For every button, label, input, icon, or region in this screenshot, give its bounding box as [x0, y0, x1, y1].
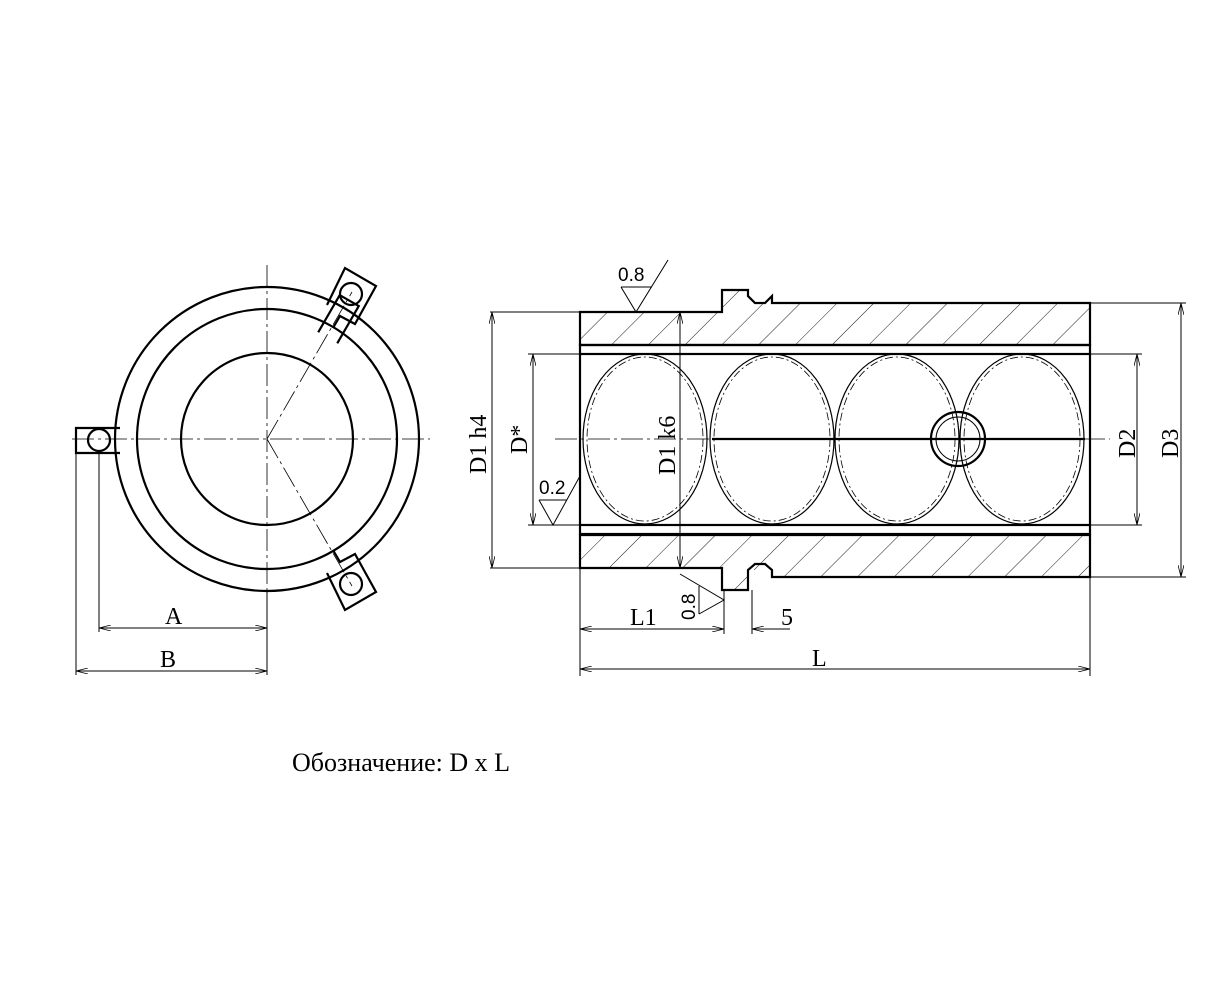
roughness-value-inner: 0.2: [539, 478, 565, 499]
dim-label-d1h4: D1 h4: [466, 415, 492, 474]
left-retaining-lug: [74, 426, 120, 455]
dim-label-d1k6: D1 k6: [655, 416, 681, 475]
left-lug-ball: [86, 427, 112, 453]
upper-retaining-lug: [317, 293, 361, 344]
dim-label-l1: L1: [630, 605, 657, 631]
lower-lug-ball: [338, 571, 364, 597]
dim-label-groove: 5: [781, 605, 793, 631]
dim-label-a: A: [165, 604, 183, 630]
roughness-symbol-groove: 0.8: [679, 573, 726, 620]
end-view: A B: [72, 265, 430, 675]
cage-strip-bottom: [578, 523, 1092, 536]
bore-circle-d2: [179, 351, 355, 527]
roughness-symbol-top: 0.8: [618, 259, 669, 313]
flange-circle-d1: [135, 307, 399, 571]
dim-label-d2: D2: [1115, 429, 1141, 458]
roughness-symbol-inner: 0.2: [538, 475, 581, 527]
designation-caption: Обозначение: D x L: [292, 748, 511, 777]
sleeve-section-bottom: [580, 535, 1090, 590]
roughness-value-top: 0.8: [618, 265, 644, 286]
upper-lug-body: [326, 266, 378, 329]
section-view: D1 h4 D* D1 k6 D2 D3 L1 5 L: [466, 259, 1186, 676]
outer-circle-d3: [113, 285, 421, 593]
sleeve-section-top: [580, 290, 1090, 345]
dim-label-b: B: [160, 647, 176, 673]
dim-label-dstar: D*: [507, 425, 533, 454]
end-view-pin-axis-upper: [266, 291, 353, 440]
upper-lug-ball: [338, 281, 364, 307]
roughness-value-groove: 0.8: [679, 594, 700, 620]
end-view-pin-axis-lower: [266, 438, 353, 587]
dim-label-d3: D3: [1158, 429, 1184, 458]
cage-strip-top: [578, 343, 1092, 356]
dim-label-l: L: [812, 646, 827, 672]
lower-lug-body: [326, 549, 378, 612]
